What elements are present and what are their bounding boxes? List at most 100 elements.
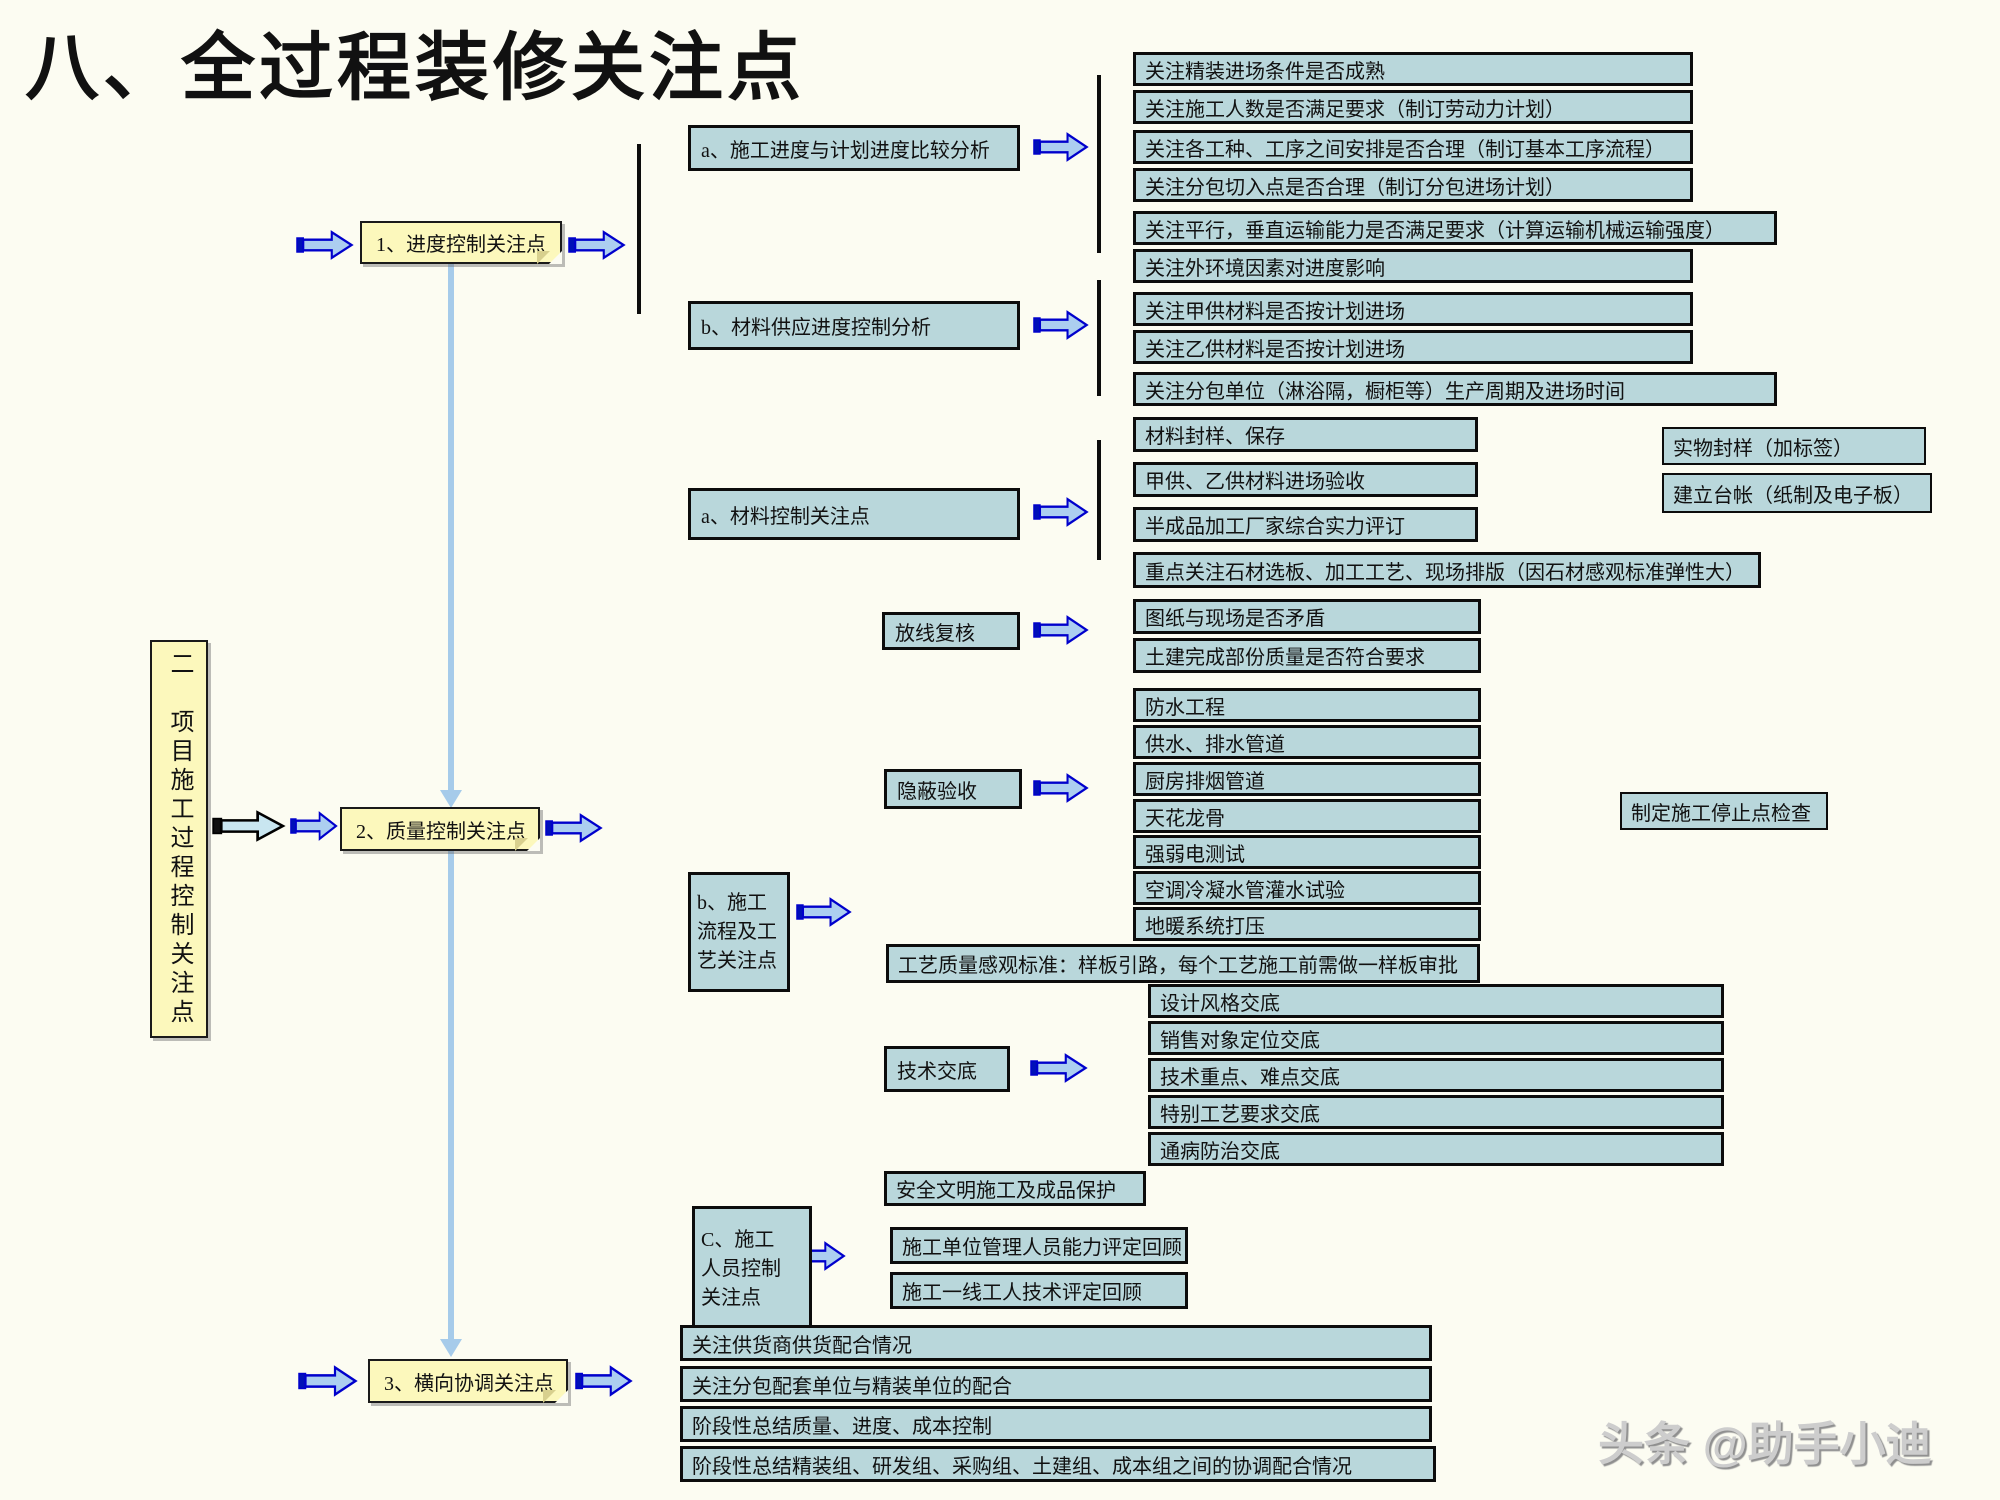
arrow-icon: [568, 229, 626, 261]
flow-item-text: 关注外环境因素对进度影响: [1145, 257, 1385, 280]
flow-item: 特别工艺要求交底: [1148, 1095, 1724, 1129]
arrow-icon: [545, 812, 603, 844]
flow-item: 材料封样、保存: [1133, 417, 1478, 452]
bracket-line: [1097, 75, 1101, 253]
arrow-icon: [1030, 1052, 1088, 1084]
flow-item-text: 土建完成部份质量是否符合要求: [1145, 647, 1425, 669]
flow-item-text: 强弱电测试: [1145, 843, 1245, 866]
flow-item-text: 材料封样、保存: [1145, 426, 1285, 448]
node-quality-control: 2、质量控制关注点: [340, 807, 540, 851]
flow-item: 重点关注石材选板、加工工艺、现场排版（因石材感观标准弹性大）: [1133, 552, 1761, 588]
flow-item: 建立台帐（纸制及电子板）: [1662, 473, 1932, 513]
flow-item-text: 施工单位管理人员能力评定回顾: [902, 1237, 1182, 1259]
node-progress-label: 1、进度控制关注点: [376, 234, 546, 256]
process-control-scroll-label: 二 项目施工过程控制关注点: [150, 640, 208, 1038]
flow-item-text: 制定施工停止点检查: [1631, 802, 1811, 825]
flow-item-text: 关注分包配套单位与精装单位的配合: [692, 1375, 1012, 1398]
flow-item-text: 图纸与现场是否矛盾: [1145, 608, 1325, 630]
subbox-personnel-control: C、施工 人员控制 关注点: [692, 1206, 812, 1332]
flow-item: 工艺质量感观标准：样板引路，每个工艺施工前需做一样板审批: [886, 944, 1480, 983]
flow-item-text: 设计风格交底: [1160, 992, 1280, 1015]
flow-item: 关注分包配套单位与精装单位的配合: [680, 1366, 1432, 1402]
subbox-label: a、材料控制关注点: [701, 505, 870, 528]
arrow-icon: [796, 896, 852, 928]
flow-item: 地暖系统打压: [1133, 907, 1481, 941]
bracket-line: [1097, 440, 1101, 560]
flow-item: 图纸与现场是否矛盾: [1133, 599, 1481, 634]
arrow-icon: [212, 809, 286, 843]
flow-item: 强弱电测试: [1133, 835, 1481, 869]
node-coordination-label: 3、横向协调关注点: [384, 1372, 554, 1395]
arrow-icon: [575, 1364, 633, 1398]
flow-item-text: 关注施工人数是否满足要求（制订劳动力计划）: [1145, 98, 1565, 121]
subbox-label: 隐蔽验收: [897, 780, 977, 803]
connector-line-1-2: [448, 264, 454, 792]
flow-item: 通病防治交底: [1148, 1132, 1724, 1166]
node-progress-control: 1、进度控制关注点: [360, 221, 562, 264]
flow-item: 销售对象定位交底: [1148, 1021, 1724, 1055]
arrow-icon: [296, 229, 354, 261]
flow-item: 供水、排水管道: [1133, 725, 1481, 759]
flow-item: 设计风格交底: [1148, 984, 1724, 1018]
flow-item-text: 甲供、乙供材料进场验收: [1145, 471, 1365, 493]
flow-item-text: 供水、排水管道: [1145, 733, 1285, 756]
flow-item: 阶段性总结质量、进度、成本控制: [680, 1406, 1432, 1442]
flow-item-text: 防水工程: [1145, 696, 1225, 719]
node-coordination: 3、横向协调关注点: [368, 1359, 568, 1403]
flow-item-text: 天花龙骨: [1145, 807, 1225, 830]
watermark-text: 头条 @助手小迪: [1598, 1418, 1932, 1470]
flow-item: 施工一线工人技术评定回顾: [890, 1272, 1188, 1309]
bracket-line: [1097, 280, 1101, 396]
flow-item-text: 半成品加工厂家综合实力评订: [1145, 516, 1405, 538]
flow-item: 关注分包切入点是否合理（制订分包进场计划）: [1133, 168, 1693, 202]
flow-item: 关注外环境因素对进度影响: [1133, 249, 1693, 283]
arrow-icon: [298, 1364, 358, 1398]
flow-item-text: 特别工艺要求交底: [1160, 1103, 1320, 1126]
flow-item: 防水工程: [1133, 688, 1481, 722]
flow-item: 土建完成部份质量是否符合要求: [1133, 638, 1481, 673]
flow-item: 关注乙供材料是否按计划进场: [1133, 330, 1693, 364]
flow-item: 空调冷凝水管灌水试验: [1133, 871, 1481, 905]
scroll-label-text: 二 项目施工过程控制关注点: [166, 650, 192, 1028]
flow-item-text: 关注供货商供货配合情况: [692, 1334, 912, 1357]
flow-item: 天花龙骨: [1133, 799, 1481, 833]
flow-item: 安全文明施工及成品保护: [884, 1171, 1146, 1206]
connector-line-2-3: [448, 851, 454, 1341]
flow-item: 关注施工人数是否满足要求（制订劳动力计划）: [1133, 90, 1693, 124]
flow-item-text: 关注各工种、工序之间安排是否合理（制订基本工序流程）: [1145, 138, 1665, 161]
flow-item-text: 建立台帐（纸制及电子板）: [1673, 484, 1913, 507]
flow-item: 施工单位管理人员能力评定回顾: [890, 1227, 1188, 1264]
flow-item-text: 地暖系统打压: [1145, 915, 1265, 938]
node-quality-label: 2、质量控制关注点: [356, 820, 526, 843]
subbox-label-line: 流程及工: [697, 920, 777, 943]
subbox-schedule-compare: a、施工进度与计划进度比较分析: [688, 125, 1020, 171]
flow-item-text: 通病防治交底: [1160, 1140, 1280, 1163]
subbox-label-line: 关注点: [701, 1286, 761, 1309]
flow-item-text: 关注平行，垂直运输能力是否满足要求（计算运输机械运输强度）: [1145, 219, 1725, 242]
arrow-icon: [1033, 309, 1089, 341]
subbox-label-line: 艺关注点: [697, 949, 777, 972]
subbox-process-craft: b、施工 流程及工 艺关注点: [688, 872, 790, 992]
flow-item: 关注精装进场条件是否成熟: [1133, 52, 1693, 86]
subbox-label: 放线复核: [895, 622, 975, 645]
slide-title: 八、全过程装修关注点: [25, 28, 805, 110]
flow-item: 制定施工停止点检查: [1620, 792, 1828, 830]
flow-item-text: 关注分包切入点是否合理（制订分包进场计划）: [1145, 176, 1565, 199]
flow-item: 半成品加工厂家综合实力评订: [1133, 507, 1478, 542]
flow-item-text: 空调冷凝水管灌水试验: [1145, 879, 1345, 902]
flow-item-text: 工艺质量感观标准：样板引路，每个工艺施工前需做一样板审批: [898, 955, 1458, 977]
subbox-line-check: 放线复核: [882, 612, 1020, 650]
flow-item-text: 实物封样（加标签）: [1673, 437, 1853, 460]
subbox-label: 技术交底: [897, 1060, 977, 1083]
flow-item-text: 关注分包单位（淋浴隔，橱柜等）生产周期及进场时间: [1145, 380, 1625, 403]
flow-item-text: 重点关注石材选板、加工工艺、现场排版（因石材感观标准弹性大）: [1145, 561, 1745, 584]
arrow-icon: [1033, 772, 1089, 804]
flow-item-text: 安全文明施工及成品保护: [896, 1180, 1116, 1202]
flow-item-text: 阶段性总结质量、进度、成本控制: [692, 1415, 992, 1438]
flow-item: 关注分包单位（淋浴隔，橱柜等）生产周期及进场时间: [1133, 372, 1777, 406]
subbox-material-supply: b、材料供应进度控制分析: [688, 301, 1020, 350]
flow-item: 厨房排烟管道: [1133, 762, 1481, 796]
arrow-icon: [1033, 496, 1089, 528]
flow-item-text: 关注乙供材料是否按计划进场: [1145, 338, 1405, 361]
flow-item-text: 厨房排烟管道: [1145, 770, 1265, 793]
